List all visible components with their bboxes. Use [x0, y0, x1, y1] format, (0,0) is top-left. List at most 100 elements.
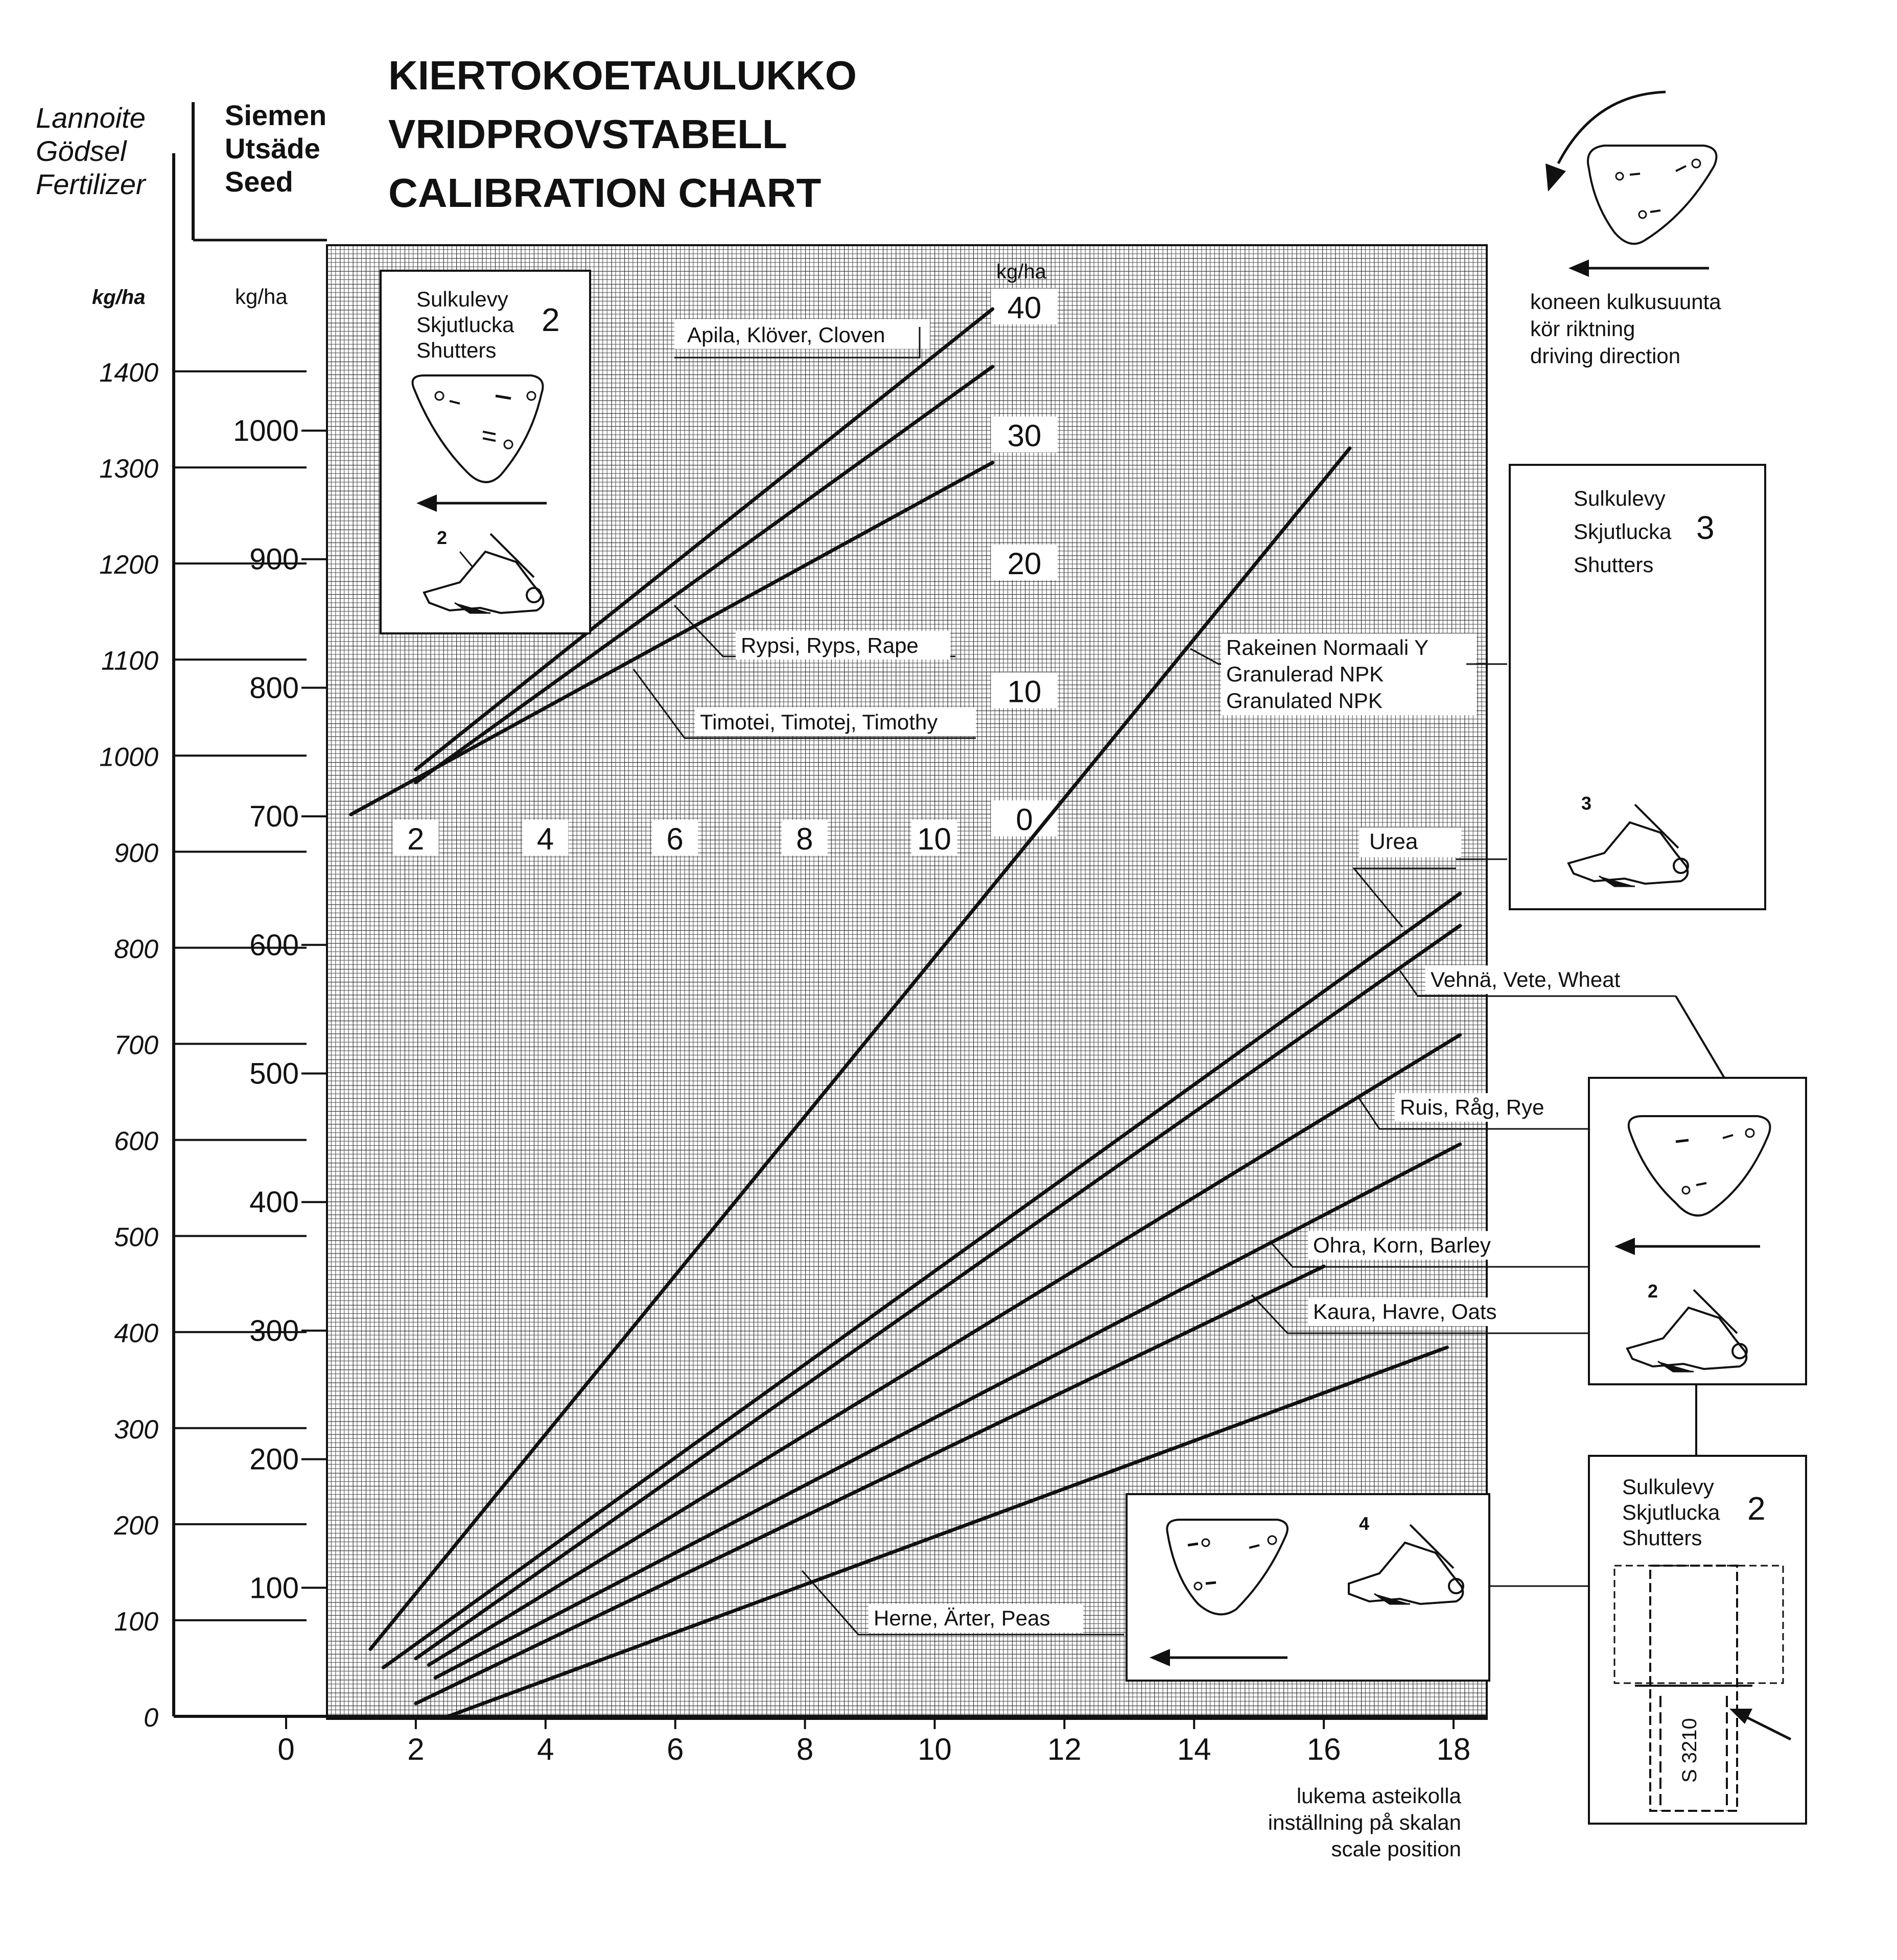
svg-text:Skjutlucka: Skjutlucka — [1574, 519, 1672, 544]
fertilizer-tick-label: 500 — [114, 1223, 158, 1253]
title-line-1: KIERTOKOETAULUKKO — [388, 53, 857, 98]
series-line — [381, 891, 1462, 1669]
seed-tick-label: 500 — [249, 1057, 299, 1091]
series-line — [368, 446, 1352, 1651]
small-seed-x-tick-label: 8 — [796, 822, 813, 856]
seed-tick-label: 800 — [249, 671, 299, 704]
title-line-3: CALIBRATION CHART — [388, 170, 821, 216]
svg-text:3: 3 — [1581, 793, 1591, 814]
seed-unit: kg/ha — [235, 285, 288, 309]
small-seed-y-tick-bg — [991, 289, 1058, 324]
lever-icon: 3 — [1567, 793, 1689, 887]
svg-text:Rakeinen Normaali Y: Rakeinen Normaali Y — [1226, 635, 1428, 659]
small-seed-x-tick-bg — [522, 820, 569, 856]
svg-text:Timotei, Timotej, Timothy: Timotei, Timotej, Timothy — [700, 710, 938, 734]
svg-text:driving direction: driving direction — [1530, 344, 1680, 368]
series-line — [414, 1264, 1326, 1706]
curve-label-apila: Apila, Klöver, Cloven — [674, 319, 930, 359]
shutter-plate-icon — [1166, 1519, 1289, 1616]
x-tick-label: 18 — [1437, 1732, 1471, 1766]
fertilizer-tick-label: 1200 — [99, 550, 158, 580]
pointer-arrow-icon — [1729, 1709, 1792, 1741]
svg-text:Shutters: Shutters — [1574, 553, 1653, 577]
x-tick-label: 12 — [1047, 1732, 1082, 1766]
arrow-left-icon — [1614, 1238, 1760, 1255]
lever-icon: 2 — [1626, 1281, 1748, 1373]
svg-text:koneen kulkusuunta: koneen kulkusuunta — [1530, 290, 1721, 314]
series-line — [414, 365, 995, 785]
small-seed-y-tick-bg — [991, 672, 1058, 709]
series-line — [446, 1345, 1449, 1718]
fertilizer-tick-label: 300 — [114, 1415, 158, 1445]
shutter-gauge-box: Sulkulevy Skjutlucka Shutters 2 S 3210 — [1588, 1455, 1807, 1825]
svg-text:Sulkulevy: Sulkulevy — [416, 287, 508, 311]
seed-tick-label: 200 — [249, 1443, 299, 1476]
fertilizer-unit: kg/ha — [92, 286, 145, 309]
svg-text:Skjutlucka: Skjutlucka — [416, 313, 514, 337]
x-tick-label: 6 — [667, 1732, 684, 1766]
x-axis-label-1: lukema asteikolla — [1297, 1784, 1462, 1808]
shutter-box-cereals: 2 — [1584, 995, 1807, 1456]
fertilizer-tick-label: 1100 — [101, 646, 158, 676]
small-seed-x-tick-label: 4 — [537, 822, 554, 856]
svg-text:4: 4 — [1359, 1513, 1369, 1534]
small-seed-x-tick-bg — [911, 820, 957, 856]
shutter-box-fertilizer: Sulkulevy Skjutlucka Shutters 3 3 — [1509, 464, 1766, 910]
fertilizer-tick-label: 0 — [144, 1703, 158, 1733]
lever-icon: 4 — [1348, 1513, 1464, 1605]
fertilizer-label-3: Fertilizer — [36, 168, 147, 200]
svg-text:Granulerad NPK: Granulerad NPK — [1226, 662, 1384, 686]
svg-text:Sulkulevy: Sulkulevy — [1574, 486, 1666, 510]
arrow-left-icon — [416, 494, 547, 512]
x-tick-label: 16 — [1307, 1732, 1341, 1766]
small-seed-y-tick-bg — [991, 416, 1058, 453]
series-line — [414, 924, 1462, 1661]
fertilizer-tick-label: 800 — [114, 934, 158, 964]
series-line — [433, 1142, 1462, 1680]
seed-tick-label: 400 — [249, 1186, 299, 1219]
arrow-left-icon — [1150, 1649, 1287, 1666]
fertilizer-tick-label: 1400 — [99, 358, 158, 388]
x-tick-label: 0 — [277, 1732, 294, 1766]
small-seed-y-tick-label: 10 — [1008, 675, 1042, 709]
small-seed-y-tick-label: 30 — [1008, 419, 1042, 453]
small-seed-x-tick-bg — [781, 820, 828, 856]
seed-tick-label: 1000 — [233, 414, 299, 447]
fertilizer-tick-label: 900 — [114, 838, 158, 868]
svg-text:Vehnä, Vete, Wheat: Vehnä, Vete, Wheat — [1431, 967, 1621, 991]
curve-label-herne: Herne, Ärter, Peas — [801, 1570, 1124, 1636]
seed-tick-label: 300 — [249, 1314, 299, 1348]
svg-text:2: 2 — [437, 527, 447, 548]
fertilizer-label-2: Gödsel — [36, 135, 127, 167]
svg-text:Sulkulevy: Sulkulevy — [1622, 1475, 1714, 1499]
svg-text:2: 2 — [1747, 1490, 1766, 1527]
small-seed-y-tick-label: 0 — [1016, 802, 1033, 837]
fertilizer-tick-label: 600 — [114, 1127, 158, 1156]
small-seed-y-tick-bg — [991, 545, 1058, 580]
small-seed-y-tick-label: 40 — [1008, 291, 1042, 325]
fertilizer-tick-label: 1000 — [99, 742, 158, 772]
small-seed-unit: kg/ha — [996, 261, 1047, 283]
curve-label-ohra: Ohra, Korn, Barley — [1271, 1231, 1584, 1268]
svg-text:Ruis, Råg, Rye: Ruis, Råg, Rye — [1400, 1095, 1544, 1119]
svg-text:Skjutlucka: Skjutlucka — [1622, 1500, 1720, 1524]
small-seed-x-tick-bg — [392, 820, 439, 856]
svg-text:Urea: Urea — [1369, 829, 1418, 854]
series-line — [414, 307, 995, 772]
seed-tick-label: 100 — [249, 1571, 299, 1604]
svg-text:Ohra, Korn, Barley: Ohra, Korn, Barley — [1313, 1233, 1491, 1257]
svg-text:Granulated NPK: Granulated NPK — [1226, 689, 1383, 713]
series-line — [349, 461, 995, 816]
small-seed-x-tick-bg — [652, 820, 698, 856]
arrow-left-icon — [1568, 259, 1709, 277]
fertilizer-tick-label: 200 — [113, 1511, 158, 1541]
svg-text:Herne, Ärter, Peas: Herne, Ärter, Peas — [874, 1606, 1050, 1630]
curve-label-ruis: Ruis, Råg, Rye — [1358, 1093, 1584, 1130]
shutter-plate-icon — [411, 374, 544, 483]
x-tick-label: 10 — [918, 1732, 952, 1766]
series-line — [427, 1033, 1462, 1667]
shutter-box-peas: 4 — [1126, 1493, 1589, 1682]
